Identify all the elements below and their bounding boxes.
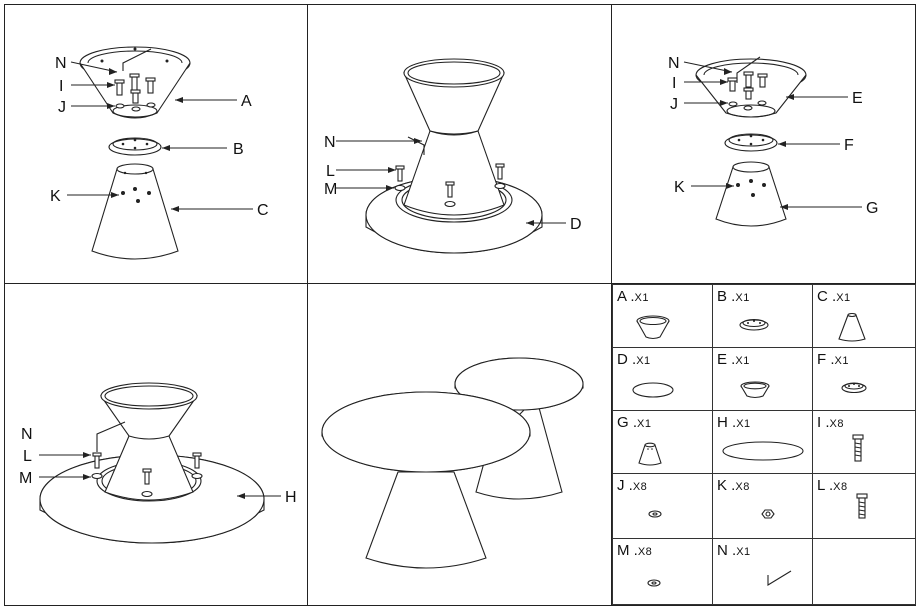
- label-k: K: [674, 179, 685, 196]
- part-letter: J: [617, 477, 625, 494]
- part-cell-f: F .X1: [812, 347, 916, 411]
- step-2-diagram: N L M D: [324, 58, 582, 254]
- part-cell-k: K .X8: [712, 473, 813, 539]
- part-qty: X1: [636, 355, 651, 367]
- part-cell-n: N .X1: [712, 538, 813, 605]
- part-letter: B: [717, 288, 728, 305]
- step-3-diagram: N I J K E F G: [668, 55, 878, 227]
- cone-base-icon: [838, 312, 866, 342]
- label-j: J: [58, 99, 66, 116]
- part-qty: X1: [735, 292, 750, 304]
- washer-icon: [91, 472, 203, 498]
- label-l: L: [326, 163, 335, 180]
- part-cell-m: M .X8: [612, 538, 713, 605]
- part-qty: X8: [829, 418, 844, 430]
- label-a: A: [241, 93, 252, 110]
- part-cell-e: E .X1: [712, 347, 813, 411]
- part-letter: K: [717, 477, 728, 494]
- part-qty: X8: [632, 481, 648, 493]
- part-cell-g: G .X1: [612, 410, 713, 474]
- label-k: K: [50, 188, 61, 205]
- bolt-icon: [395, 163, 505, 198]
- label-n: N: [324, 134, 336, 151]
- part-qty: X1: [834, 355, 849, 367]
- step-1-diagram: N I J K A B C: [50, 46, 269, 260]
- part-cell-a: A .X1: [612, 284, 713, 348]
- part-qty: X8: [833, 481, 848, 493]
- label-f: F: [844, 137, 854, 154]
- step-4-diagram: N L M H: [19, 382, 297, 544]
- part-cell-h: H .X1: [712, 410, 813, 474]
- part-qty: X1: [634, 292, 649, 304]
- washer-icon: [728, 100, 767, 111]
- part-cell-empty: [812, 538, 916, 605]
- bolt-icon: [856, 493, 868, 519]
- washer-icon: [648, 510, 662, 518]
- part-qty: X1: [736, 418, 751, 430]
- label-m: M: [19, 470, 32, 487]
- part-qty: X1: [836, 292, 851, 304]
- part-cell-i: I .X8: [812, 410, 916, 474]
- part-letter: E: [717, 351, 728, 368]
- label-m: M: [324, 181, 337, 198]
- long-bolt-icon: [852, 434, 864, 462]
- bolt-icon: [114, 73, 156, 104]
- mounting-plate-icon: [739, 318, 769, 331]
- step-4-panel: N L M H: [4, 283, 308, 606]
- nut-icon: [761, 509, 775, 519]
- short-cone-base-icon: [638, 442, 662, 466]
- washer-icon: [115, 102, 156, 112]
- part-letter: D: [617, 351, 628, 368]
- part-letter: F: [817, 351, 827, 368]
- label-g: G: [866, 200, 878, 217]
- part-cell-l: L .X8: [812, 473, 916, 539]
- part-qty: X1: [736, 546, 751, 558]
- label-c: C: [257, 202, 269, 219]
- label-n: N: [55, 55, 67, 72]
- part-letter: A: [617, 288, 627, 305]
- part-cell-j: J .X8: [612, 473, 713, 539]
- small-tabletop-icon: [632, 382, 674, 398]
- label-n: N: [21, 426, 33, 443]
- allen-key-icon: [767, 570, 792, 586]
- label-d: D: [570, 216, 582, 233]
- label-l: L: [23, 448, 32, 465]
- part-letter: L: [817, 477, 825, 494]
- part-letter: G: [617, 414, 629, 431]
- part-letter: M: [617, 542, 630, 559]
- step-2-panel: N L M D: [307, 4, 612, 284]
- final-assembly-panel: [307, 283, 612, 606]
- label-j: J: [670, 96, 678, 113]
- step-3-panel: N I J K E F G: [611, 4, 916, 284]
- part-letter: I: [817, 414, 822, 431]
- part-cell-d: D .X1: [612, 347, 713, 411]
- assembled-tables-illustration: [321, 357, 584, 569]
- small-cone-bowl-icon: [636, 315, 670, 340]
- part-letter: N: [717, 542, 728, 559]
- washer-icon: [647, 579, 661, 587]
- label-e: E: [852, 90, 863, 107]
- label-h: H: [285, 489, 297, 506]
- bowl-icon: [740, 381, 770, 399]
- bolt-icon: [727, 71, 768, 100]
- part-qty: X8: [735, 481, 750, 493]
- part-qty: X1: [637, 418, 652, 430]
- part-qty: X8: [637, 546, 653, 558]
- part-letter: H: [717, 414, 728, 431]
- step-1-panel: N I J K A B C: [4, 4, 308, 284]
- mounting-plate-icon: [841, 382, 867, 394]
- part-qty: X1: [735, 355, 750, 367]
- large-tabletop-icon: [722, 441, 804, 461]
- part-cell-b: B .X1: [712, 284, 813, 348]
- parts-list-panel: A .X1 B .X1 C .X1 D .X1 E .X1 F .X1: [611, 283, 916, 606]
- part-letter: C: [817, 288, 828, 305]
- label-n: N: [668, 55, 680, 72]
- label-b: B: [233, 141, 244, 158]
- washer-icon: [394, 182, 506, 208]
- part-cell-c: C .X1: [812, 284, 916, 348]
- bolt-icon: [92, 452, 202, 485]
- label-i: I: [672, 75, 676, 92]
- label-i: I: [59, 78, 63, 95]
